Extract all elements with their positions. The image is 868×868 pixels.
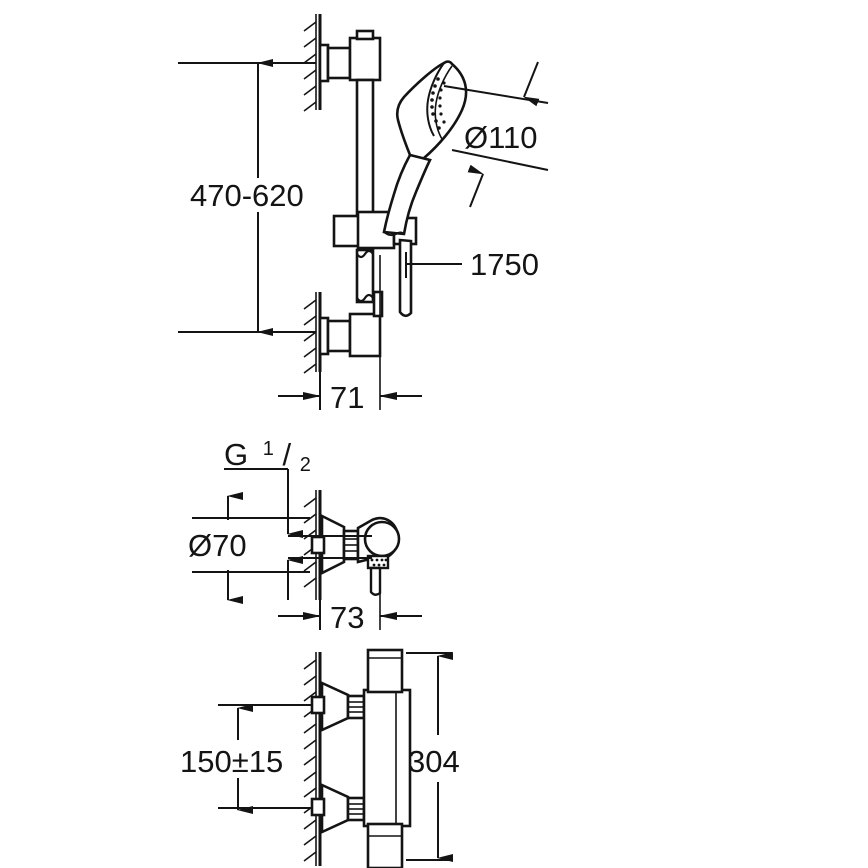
spray-face-holes [430, 77, 446, 130]
dimension-mixer-length [406, 652, 453, 862]
dimension-label-rail-projection: 71 [330, 380, 364, 415]
union-hose-nut [366, 554, 390, 596]
thread-numerator: 1 [263, 438, 274, 460]
mixer-volume-handle [366, 822, 404, 868]
dimension-inlet-centres [218, 704, 312, 814]
rail-top-bracket [318, 29, 382, 83]
dimension-union-projection [278, 586, 422, 630]
dimension-label-escutcheon-diameter: Ø70 [188, 528, 247, 563]
dimension-label-inlet-centres: 150±15 [180, 744, 283, 779]
dimension-rail-height [178, 59, 336, 336]
dimension-label-thread-size: G 1 / 2 [224, 427, 311, 476]
dimension-label-hose-length: 1750 [470, 247, 539, 282]
dimension-thread-size [224, 468, 372, 600]
mixer-temperature-handle [366, 648, 404, 694]
dimension-rail-projection [278, 255, 422, 410]
dimension-label-head-diameter: Ø110 [464, 120, 538, 155]
rail-bottom-bracket [318, 290, 384, 358]
thread-letter: G [224, 437, 248, 472]
dimension-head-diameter [443, 61, 549, 208]
thermostatic-mixer-view: 150±15 304 [180, 648, 460, 868]
dimension-label-union-projection: 73 [330, 600, 364, 635]
shower-rail-set-view: 470-620 Ø110 1750 71 [178, 14, 549, 415]
wall-union-view: G 1 / 2 Ø70 73 [188, 427, 422, 635]
dimension-label-rail-height: 470-620 [190, 178, 304, 213]
mixer-upper-union [310, 680, 366, 733]
dimension-hose-length [405, 252, 462, 278]
thread-denominator: 2 [300, 454, 311, 476]
dimension-label-mixer-length: 304 [408, 744, 460, 779]
thread-slash: / [283, 437, 292, 472]
mixer-body [362, 648, 412, 868]
slide-rail [355, 78, 375, 304]
dimension-escutcheon-diameter [192, 492, 310, 604]
